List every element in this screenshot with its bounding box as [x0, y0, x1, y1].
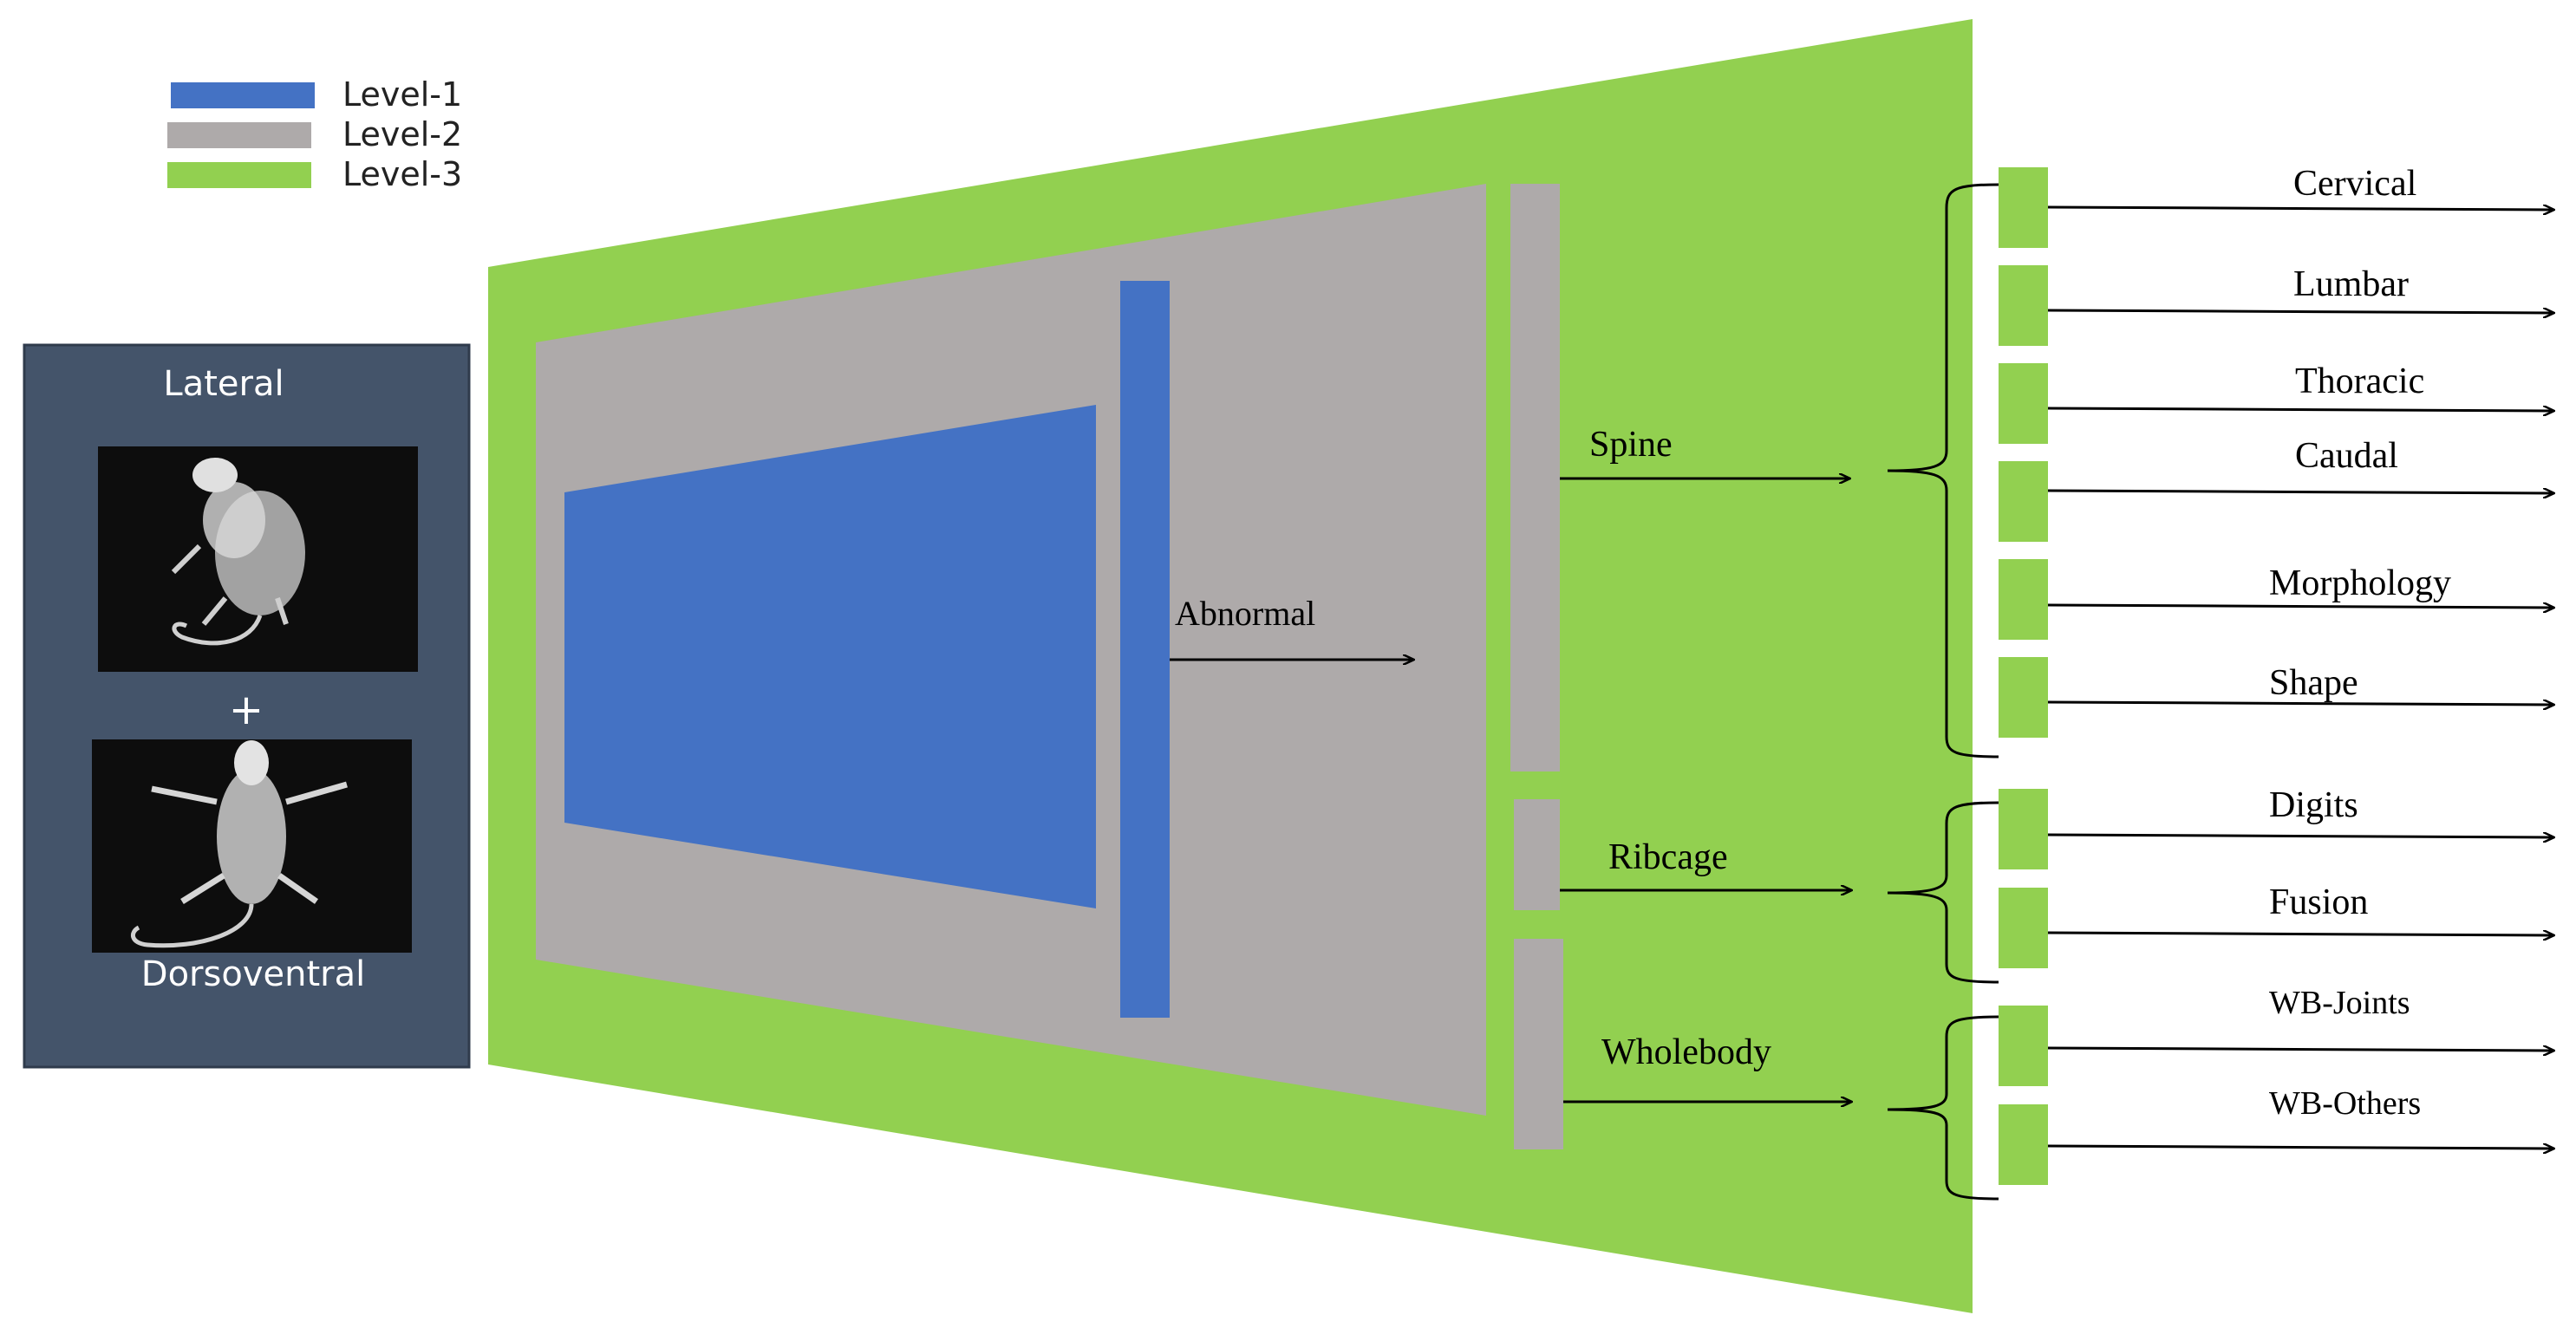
output-label-morphology: Morphology — [2269, 563, 2451, 603]
wholebody-branch: Wholebody — [1563, 1032, 1851, 1102]
fusion-arrow — [2047, 933, 2553, 935]
level-3-output-arrows — [2047, 207, 2553, 1149]
leaf-box-cervical — [1999, 167, 2048, 248]
legend-swatch-level-3 — [167, 162, 311, 188]
wholebody-label: Wholebody — [1601, 1032, 1771, 1072]
caudal-arrow — [2047, 491, 2553, 493]
ribcage-branch: Ribcage — [1560, 837, 1851, 890]
leaf-box-wb-others — [1999, 1104, 2048, 1185]
legend-swatch-level-2 — [167, 122, 311, 148]
output-label-wb-others: WB-Others — [2269, 1085, 2421, 1122]
output-label-wb-joints: WB-Joints — [2269, 985, 2410, 1021]
digits-arrow — [2047, 835, 2553, 837]
spine-brace — [1887, 183, 1999, 758]
dorsoventral-xray-image — [92, 739, 412, 953]
thoracic-arrow — [2047, 408, 2553, 411]
spine-branch: Spine — [1560, 425, 1849, 478]
spine-label: Spine — [1589, 425, 1673, 465]
cervical-arrow — [2047, 207, 2553, 210]
plus-sign: + — [229, 686, 264, 734]
legend-swatch-level-1 — [171, 82, 315, 108]
leaf-box-fusion — [1999, 888, 2048, 968]
output-label-lumbar: Lumbar — [2293, 264, 2409, 304]
abnormal-branch: Abnormal — [1170, 594, 1413, 660]
level-1-block — [564, 405, 1096, 908]
level-3-leaf-boxes — [1999, 167, 2048, 1185]
input-panel: Lateral + Dorsoventral — [23, 343, 471, 1069]
spine-output-bar — [1510, 184, 1560, 771]
lateral-label: Lateral — [163, 364, 284, 404]
output-label-digits: Digits — [2269, 785, 2358, 825]
abnormal-label: Abnormal — [1175, 594, 1315, 633]
output-label-cervical: Cervical — [2293, 164, 2416, 204]
output-label-fusion: Fusion — [2269, 882, 2368, 922]
wholebody-output-bar — [1514, 939, 1563, 1149]
shape-arrow — [2047, 702, 2553, 705]
wb-joints-arrow — [2047, 1048, 2553, 1051]
wb-others-arrow — [2047, 1146, 2553, 1149]
legend-label-level-2: Level-2 — [342, 115, 462, 153]
dorsoventral-label: Dorsoventral — [141, 954, 365, 994]
ribcage-output-bar — [1514, 799, 1560, 910]
legend-label-level-3: Level-3 — [342, 155, 462, 193]
morphology-arrow — [2047, 605, 2553, 608]
legend: Level-1 Level-2 Level-3 — [167, 75, 462, 193]
output-label-caudal: Caudal — [2295, 436, 2398, 476]
ribcage-brace — [1887, 801, 1999, 984]
leaf-box-shape — [1999, 657, 2048, 738]
leaf-box-lumbar — [1999, 265, 2048, 346]
leaf-box-digits — [1999, 789, 2048, 869]
leaf-box-morphology — [1999, 559, 2048, 640]
leaf-box-thoracic — [1999, 363, 2048, 444]
lumbar-arrow — [2047, 310, 2553, 313]
output-label-thoracic: Thoracic — [2295, 361, 2424, 401]
legend-label-level-1: Level-1 — [342, 75, 462, 114]
wholebody-brace — [1887, 1015, 1999, 1201]
ribcage-label: Ribcage — [1608, 837, 1728, 877]
leaf-box-wb-joints — [1999, 1006, 2048, 1086]
level-3-output-labels: Cervical Lumbar Thoracic Caudal Morpholo… — [2269, 164, 2451, 1122]
output-label-shape: Shape — [2269, 663, 2358, 703]
lateral-xray-image — [98, 446, 418, 672]
level-1-output-bar — [1120, 281, 1170, 1018]
leaf-box-caudal — [1999, 461, 2048, 542]
